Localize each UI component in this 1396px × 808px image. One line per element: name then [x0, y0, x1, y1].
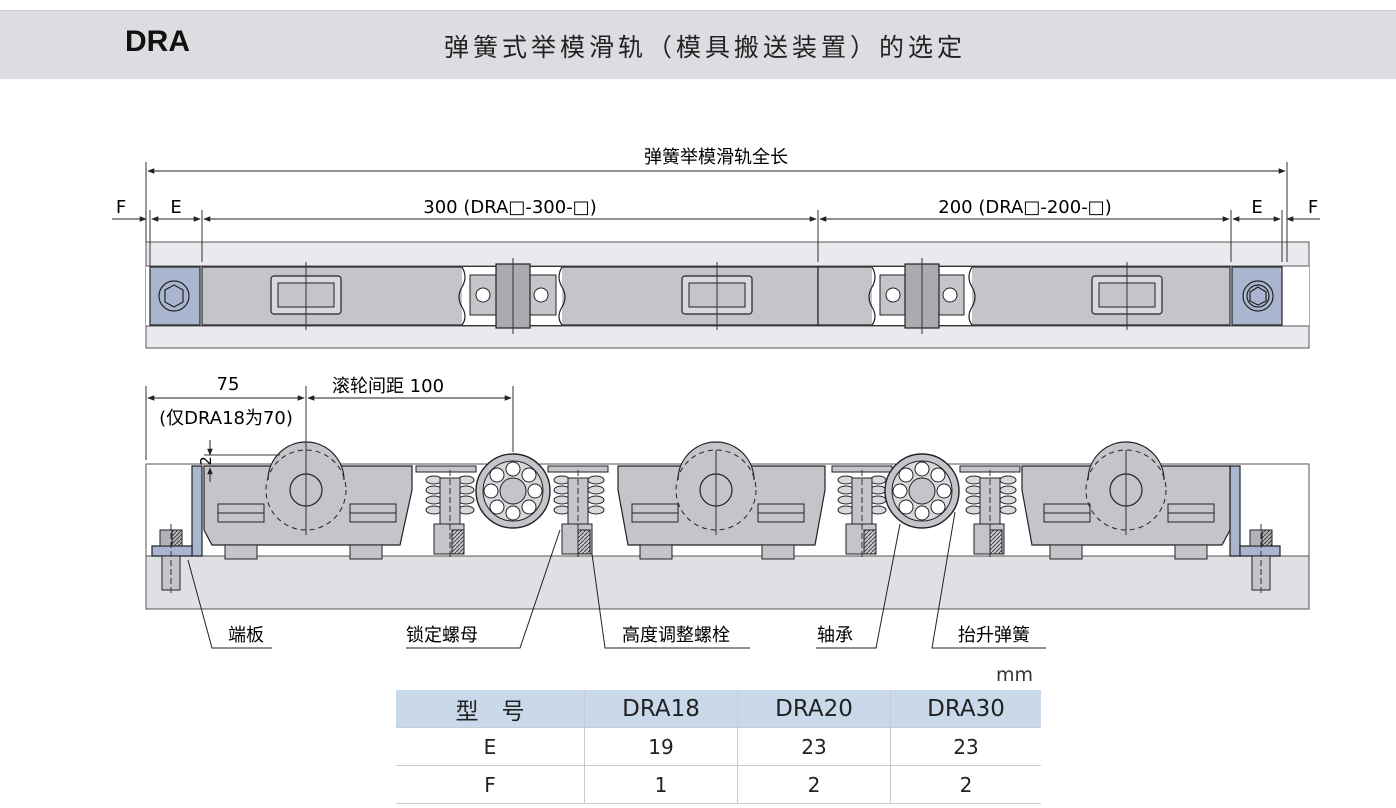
e-right-label: E — [1251, 197, 1262, 218]
seg200-label: 200 (DRA□-200-□) — [938, 197, 1111, 218]
dim2-label: 2 — [197, 456, 215, 466]
top-view: 弹簧举模滑轨全长 F E 300 (DRA□-300-□) 200 (DRA□-… — [112, 147, 1320, 349]
spring-assembly — [547, 465, 609, 560]
row-label: E — [396, 727, 585, 766]
table-header-row: 型 号 DRA18 DRA20 DRA30 — [396, 690, 1041, 728]
table-cell: 19 — [584, 727, 738, 766]
roller-pitch-label: 滚轮间距 100 — [332, 376, 444, 397]
hex-bolt-icon — [164, 284, 184, 308]
side-view: 75 (仅DRA18为70) 滚轮间距 100 2 端板 锁定螺母 高度调整螺栓… — [145, 374, 1310, 649]
ball-bearing — [475, 453, 551, 529]
dim75-note: (仅DRA18为70) — [159, 408, 293, 429]
callout-end-plate: 端板 — [228, 625, 264, 646]
header-cell: DRA30 — [890, 690, 1041, 728]
bearing-top-left — [458, 258, 566, 334]
row-label: F — [396, 765, 585, 804]
header-cell: DRA20 — [737, 690, 891, 728]
e-left-label: E — [170, 197, 181, 218]
roller-top — [1091, 262, 1163, 330]
callout-height-bolt: 高度调整螺栓 — [622, 625, 730, 646]
header-cell: DRA18 — [584, 690, 738, 728]
end-plate-side-right — [1229, 465, 1241, 557]
table-cell: 1 — [584, 765, 738, 804]
roller-body — [203, 441, 413, 560]
spec-table: 型 号 DRA18 DRA20 DRA30 E 19 23 23 F 1 2 2 — [396, 690, 1041, 804]
spring-assembly — [415, 465, 477, 560]
dim75-label: 75 — [217, 374, 240, 395]
callout-lock-nut: 锁定螺母 — [406, 625, 478, 646]
table-cell: 2 — [737, 765, 891, 804]
ball-bearing — [884, 453, 960, 529]
table-cell: 2 — [890, 765, 1041, 804]
table-cell: 23 — [890, 727, 1041, 766]
f-left-label: F — [116, 197, 126, 218]
header-cell-model: 型 号 — [396, 690, 585, 728]
page-header: DRA 弹簧式举模滑轨（模具搬送装置）的选定 — [0, 10, 1396, 79]
roller-body — [617, 441, 826, 560]
bearing-top-right — [868, 258, 976, 334]
callout-lift-spring: 抬升弹簧 — [958, 625, 1030, 646]
hex-bolt-icon — [1249, 286, 1267, 306]
roller-body — [1021, 441, 1231, 560]
table-row: F 1 2 2 — [396, 765, 1041, 804]
page-title: 弹簧式举模滑轨（模具搬送装置）的选定 — [444, 33, 967, 62]
end-plate-side-left — [191, 465, 203, 557]
f-right-label: F — [1308, 197, 1318, 218]
extension-lines — [145, 162, 1288, 270]
product-code: DRA — [125, 25, 190, 58]
overall-length-label: 弹簧举模滑轨全长 — [644, 147, 788, 168]
base-plate-side — [145, 555, 1310, 610]
unit-label: mm — [996, 664, 1034, 686]
spring-assembly — [831, 465, 893, 560]
table-cell: 23 — [737, 727, 891, 766]
seg300-label: 300 (DRA□-300-□) — [423, 197, 596, 218]
roller-top — [270, 262, 342, 330]
spring-assembly — [959, 465, 1021, 560]
roller-top — [681, 262, 753, 330]
callout-bearing: 轴承 — [817, 625, 853, 646]
table-row: E 19 23 23 — [396, 727, 1041, 766]
